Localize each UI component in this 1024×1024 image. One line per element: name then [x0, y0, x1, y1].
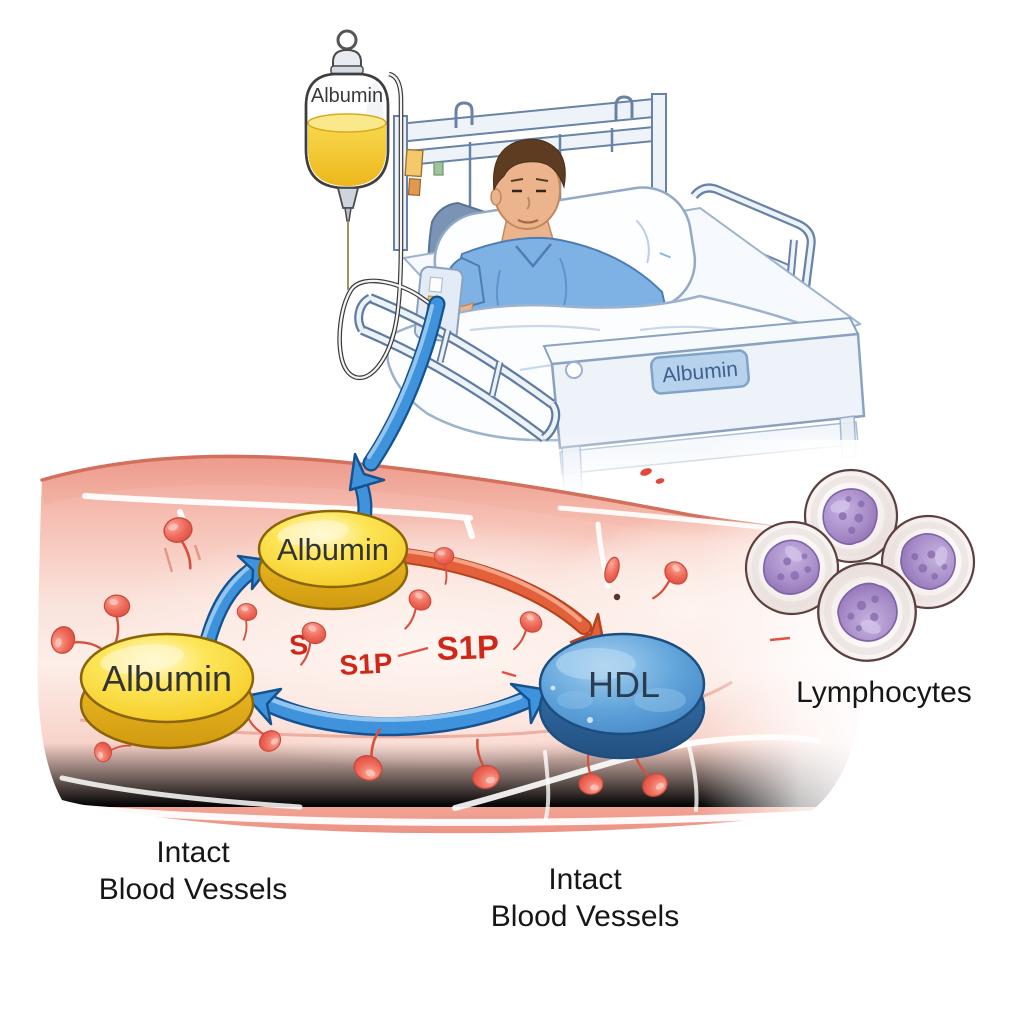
caption-intact-left: Intact Blood Vessels — [99, 836, 287, 906]
s1p-molecules — [47, 468, 693, 802]
s1p-labels: S S1P S1P — [288, 628, 791, 681]
lymphocytes-caption: Lymphocytes — [796, 676, 972, 709]
bed-chart-tags — [404, 148, 444, 197]
caption-intact-center: Intact Blood Vessels — [491, 863, 679, 933]
iv-fluid — [308, 115, 386, 186]
hdl-particle: HDL — [538, 632, 706, 760]
albumin-lower-label: Albumin — [102, 658, 232, 699]
arrow-iv-to-vessel — [348, 295, 446, 528]
albumin-upper-particle: Albumin — [257, 509, 409, 611]
arrow-albumin-to-hdl — [244, 682, 550, 737]
svg-text:Intact: Intact — [548, 863, 622, 896]
svg-text:Blood Vessels: Blood Vessels — [99, 873, 287, 906]
footboard-plate: Albumin — [650, 349, 750, 395]
iv-tubing — [337, 71, 438, 381]
patient-hair — [492, 138, 566, 191]
iv-bag: Albumin — [304, 29, 390, 290]
svg-text:Blood Vessels: Blood Vessels — [491, 900, 679, 933]
s1p-label-1: S1P — [339, 647, 393, 681]
albumin-lower-particle: Albumin — [79, 632, 255, 750]
svg-text:Intact: Intact — [156, 836, 230, 869]
albumin-upper-label: Albumin — [277, 532, 389, 567]
iv-bag-label: Albumin — [311, 85, 383, 107]
s1p-label-2: S1P — [436, 628, 500, 667]
hdl-label: HDL — [588, 664, 660, 705]
